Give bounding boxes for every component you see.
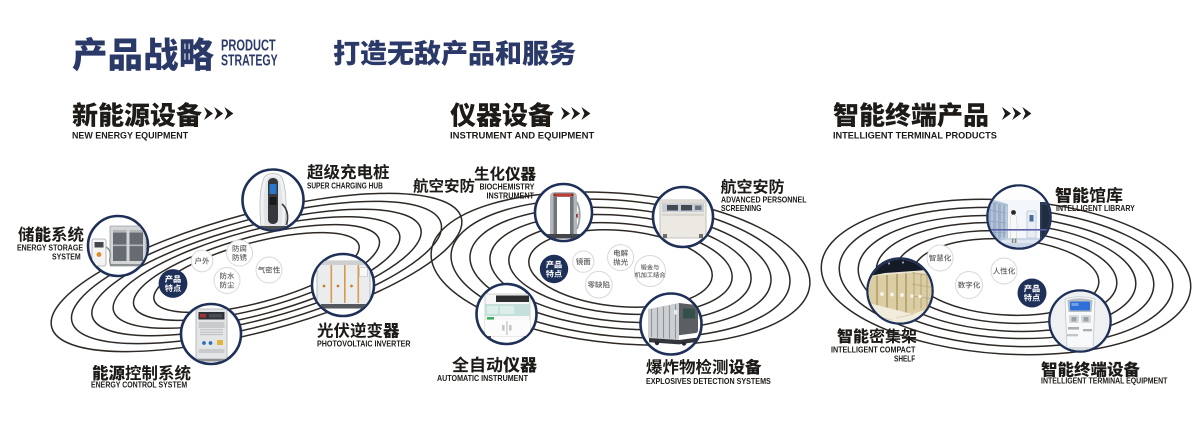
svg-text:INTELLIGENT TERMINAL PRODUCTS: INTELLIGENT TERMINAL PRODUCTS: [833, 130, 997, 140]
svg-text:ENERGY STORAGE: ENERGY STORAGE: [17, 243, 83, 253]
svg-text:INTELLIGENT LIBRARY: INTELLIGENT LIBRARY: [1056, 204, 1135, 214]
svg-text:INTELLIGENT COMPACT: INTELLIGENT COMPACT: [831, 345, 916, 354]
svg-text:INSTRUMENT: INSTRUMENT: [487, 191, 535, 200]
svg-text:INTELLIGENT TERMINAL EQUIPMENT: INTELLIGENT TERMINAL EQUIPMENT: [1041, 376, 1168, 386]
svg-text:SCREENING: SCREENING: [721, 203, 762, 213]
svg-text:SYSTEM: SYSTEM: [52, 252, 81, 262]
svg-text:ADVANCED PERSONNEL: ADVANCED PERSONNEL: [721, 195, 807, 205]
svg-text:SUPER CHARGING HUB: SUPER CHARGING HUB: [307, 181, 383, 191]
svg-text:STRATEGY: STRATEGY: [221, 51, 278, 69]
svg-text:SHELF: SHELF: [894, 354, 916, 364]
svg-text:PHOTOVOLTAIC INVERTER: PHOTOVOLTAIC INVERTER: [317, 339, 411, 348]
svg-text:BIOCHEMISTRY: BIOCHEMISTRY: [479, 182, 534, 191]
svg-text:INSTRUMENT AND EQUIPMENT: INSTRUMENT AND EQUIPMENT: [450, 131, 594, 142]
svg-text:NEW ENERGY EQUIPMENT: NEW ENERGY EQUIPMENT: [72, 130, 189, 140]
svg-text:ENERGY CONTROL SYSTEM: ENERGY CONTROL SYSTEM: [91, 380, 187, 390]
svg-text:PRODUCT: PRODUCT: [221, 37, 276, 54]
svg-text:EXPLOSIVES DETECTION SYSTEMS: EXPLOSIVES DETECTION SYSTEMS: [646, 377, 771, 386]
svg-text:AUTOMATIC INSTRUMENT: AUTOMATIC INSTRUMENT: [437, 374, 528, 383]
